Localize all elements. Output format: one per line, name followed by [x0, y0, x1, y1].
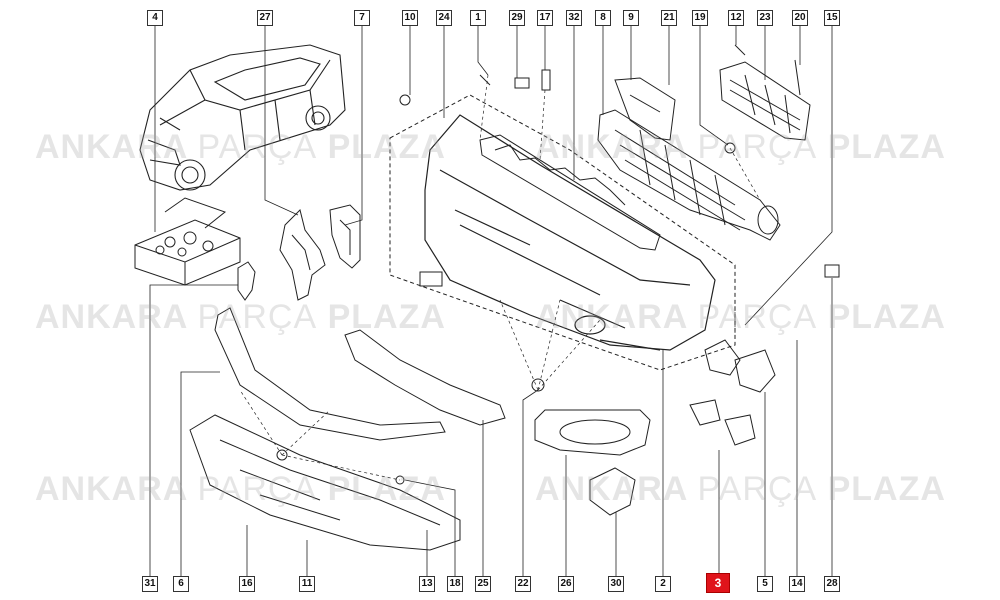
callout-11[interactable]: 11 [299, 576, 315, 592]
grille-bracket-9 [614, 77, 676, 141]
callout-21[interactable]: 21 [661, 10, 677, 26]
callout-1[interactable]: 1 [470, 10, 486, 26]
upper-grille [597, 109, 781, 241]
callout-29[interactable]: 29 [509, 10, 525, 26]
callout-17[interactable]: 17 [537, 10, 553, 26]
assembly-lines [239, 74, 761, 481]
callout-10[interactable]: 10 [402, 10, 418, 26]
callout-31[interactable]: 31 [142, 576, 158, 592]
callout-13[interactable]: 13 [419, 576, 435, 592]
watermark-row-1: ANKARA PARÇA PLAZA [35, 128, 446, 166]
callout-26[interactable]: 26 [558, 576, 574, 592]
fog-lamp-bezel [534, 409, 651, 456]
callout-19[interactable]: 19 [692, 10, 708, 26]
callout-23[interactable]: 23 [757, 10, 773, 26]
callout-14[interactable]: 14 [789, 576, 805, 592]
callout-32[interactable]: 32 [566, 10, 582, 26]
callout-6[interactable]: 6 [173, 576, 189, 592]
callout-5[interactable]: 5 [757, 576, 773, 592]
watermark-row-2: ANKARA PARÇA PLAZA [35, 298, 446, 336]
callout-24[interactable]: 24 [436, 10, 452, 26]
callout-8[interactable]: 8 [595, 10, 611, 26]
callout-15[interactable]: 15 [824, 10, 840, 26]
callout-30[interactable]: 30 [608, 576, 624, 592]
fitting-kit-box [134, 197, 241, 286]
watermark-row-1b: ANKARA PARÇA PLAZA [535, 128, 946, 166]
leader-lines [149, 26, 833, 578]
watermark-row-2b: ANKARA PARÇA PLAZA [535, 298, 946, 336]
side-bracket-27 [279, 209, 326, 301]
callout-7[interactable]: 7 [354, 10, 370, 26]
callout-27[interactable]: 27 [257, 10, 273, 26]
fog-lamp-bracket [589, 467, 636, 516]
watermark-row-3: ANKARA PARÇA PLAZA [35, 470, 446, 508]
side-bracket-31 [237, 261, 256, 301]
watermark-row-3b: ANKARA PARÇA PLAZA [535, 470, 946, 508]
mesh-grille [719, 61, 811, 141]
callout-3-highlighted[interactable]: 3 [706, 573, 730, 593]
bumper-cover [424, 114, 716, 351]
callout-18[interactable]: 18 [447, 576, 463, 592]
callout-25[interactable]: 25 [475, 576, 491, 592]
lower-trim-25 [344, 329, 506, 426]
lower-spoiler-6 [214, 307, 446, 441]
callout-28[interactable]: 28 [824, 576, 840, 592]
vehicle-illustration [139, 44, 346, 191]
side-bracket-7 [329, 204, 361, 269]
clips-lower-right [689, 339, 776, 446]
callout-12[interactable]: 12 [728, 10, 744, 26]
energy-absorber [479, 134, 661, 251]
callout-9[interactable]: 9 [623, 10, 639, 26]
callout-16[interactable]: 16 [239, 576, 255, 592]
callout-2[interactable]: 2 [655, 576, 671, 592]
callout-4[interactable]: 4 [147, 10, 163, 26]
fasteners [276, 44, 840, 485]
callout-20[interactable]: 20 [792, 10, 808, 26]
underbody-shield [189, 414, 461, 551]
callout-22[interactable]: 22 [515, 576, 531, 592]
